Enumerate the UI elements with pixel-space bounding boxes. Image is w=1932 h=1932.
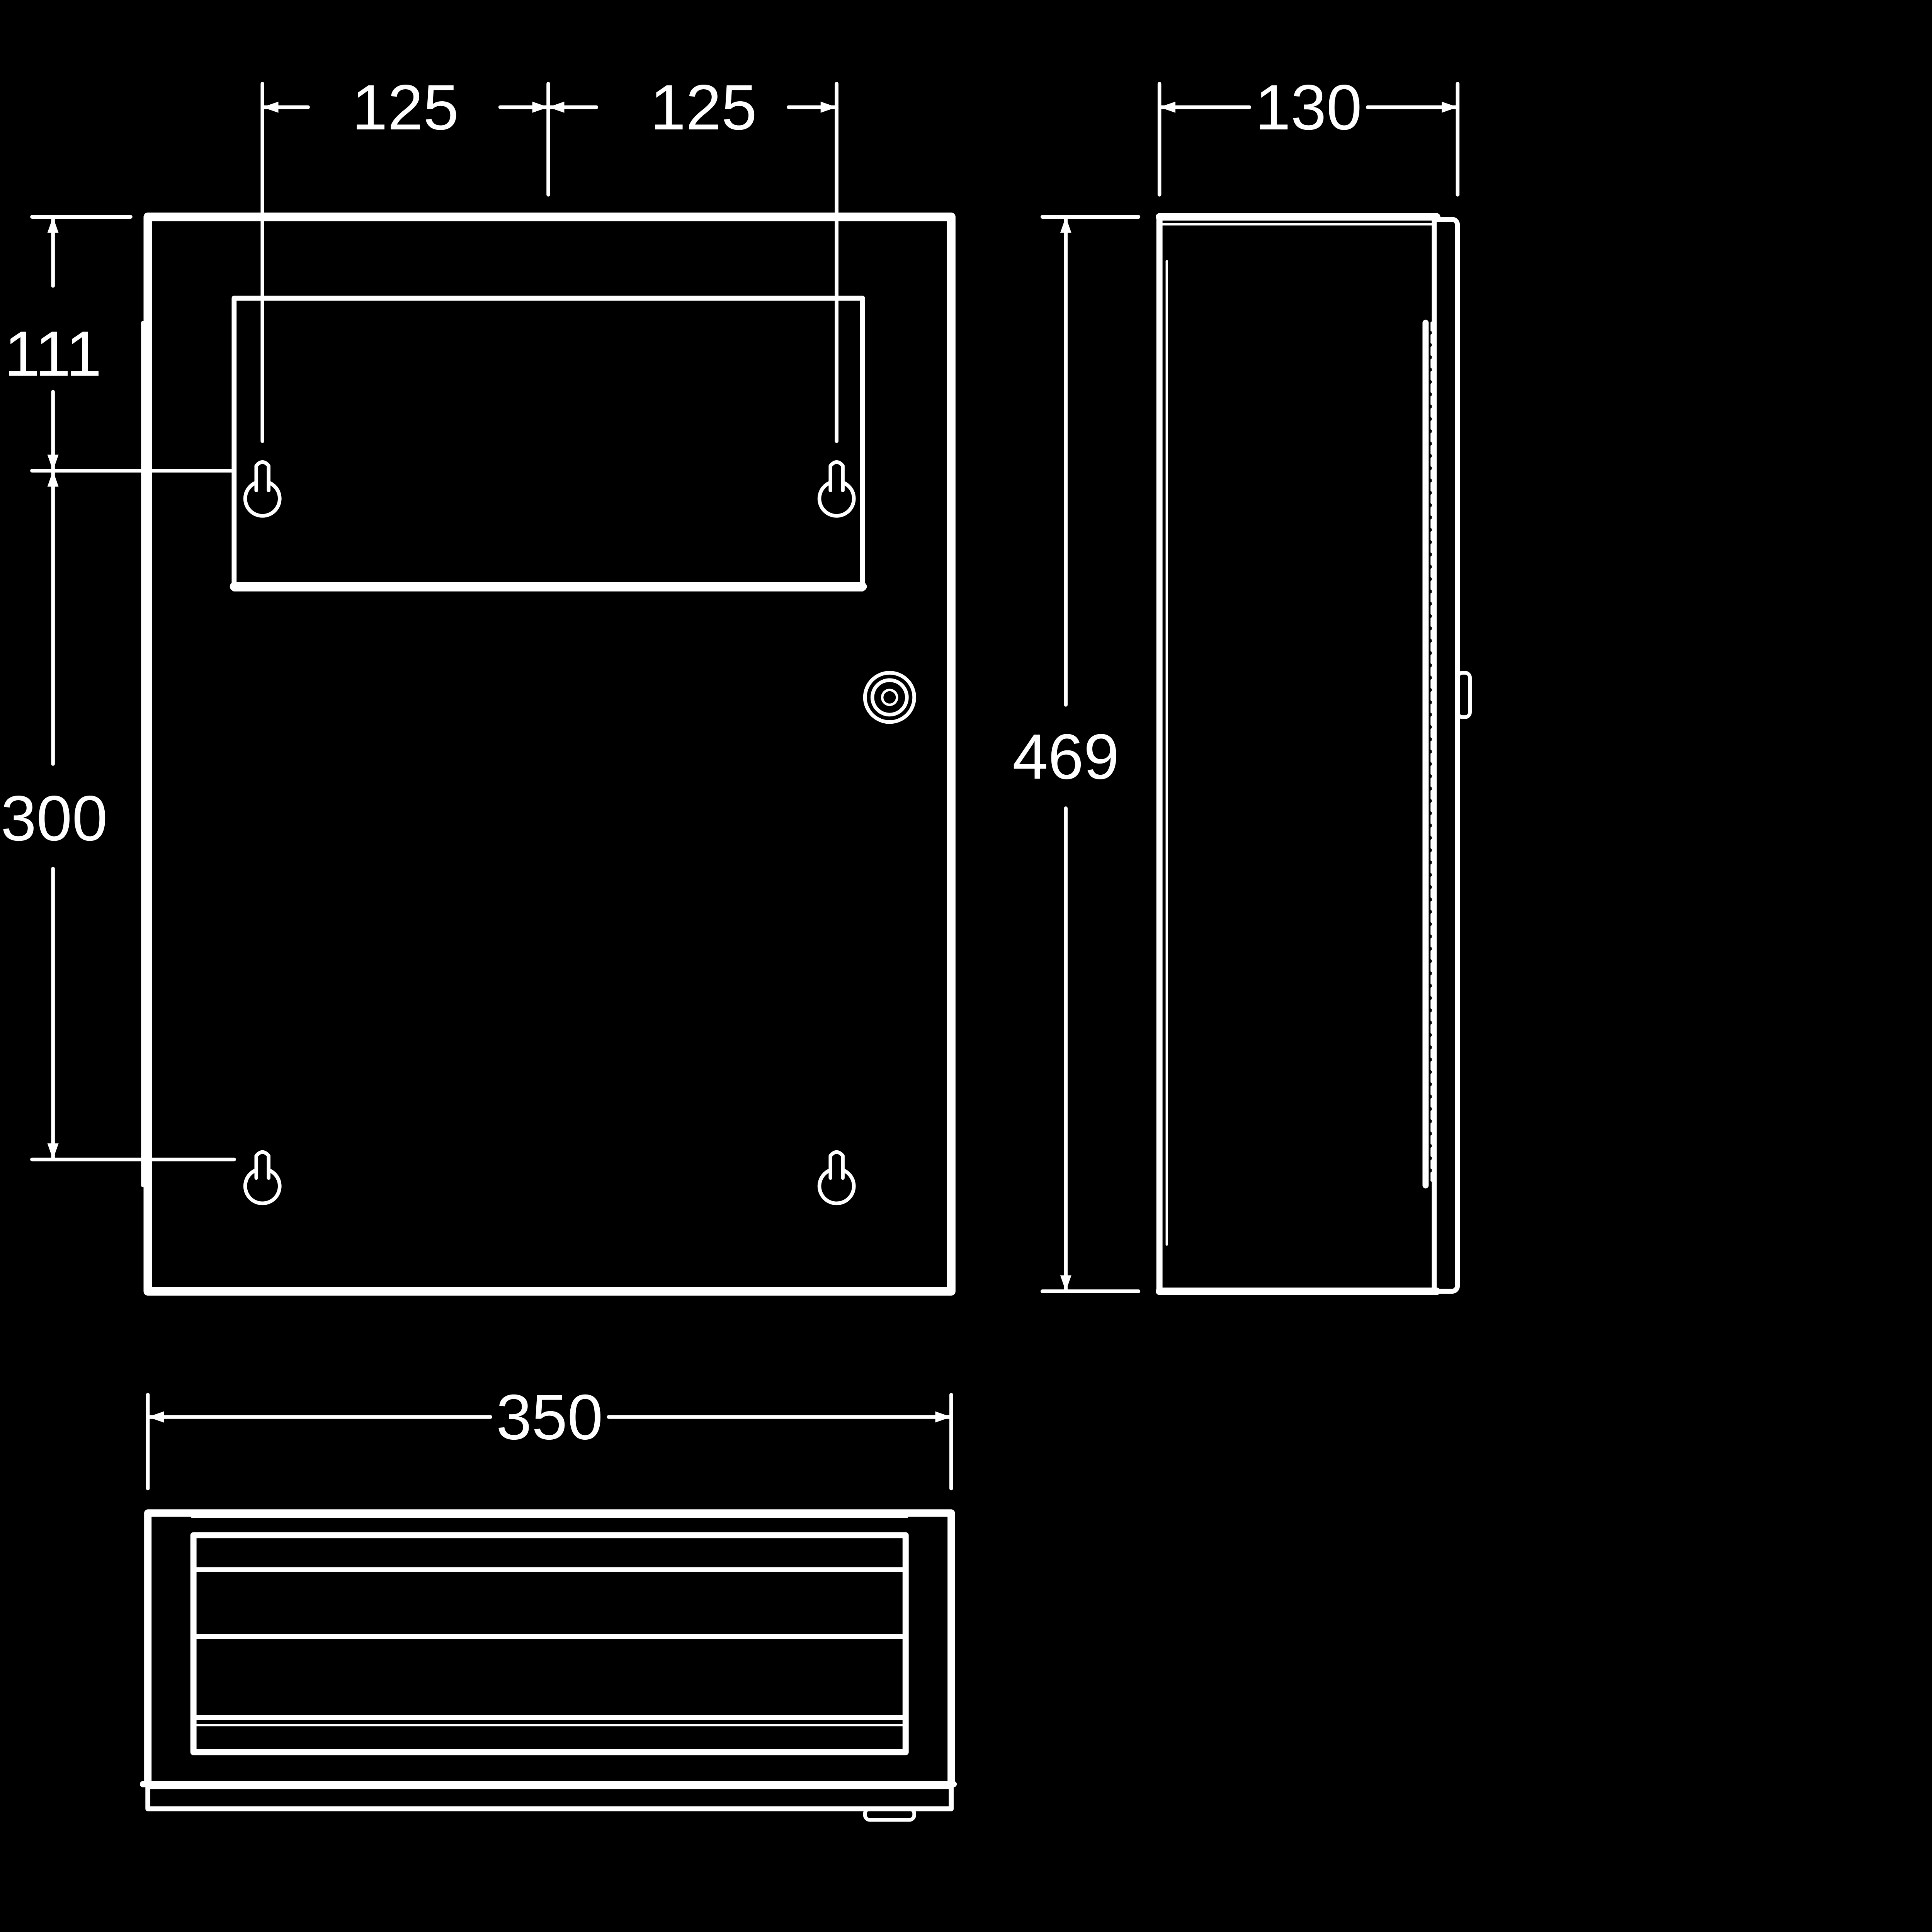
side-view bbox=[1156, 213, 1472, 1295]
dim-label-depth: 130 bbox=[1255, 72, 1362, 143]
keyhole-slot-top-right bbox=[817, 460, 856, 518]
dimension-width bbox=[146, 1393, 953, 1490]
lock-icon bbox=[863, 671, 916, 724]
dim-label-top-to-holes: 111 bbox=[4, 318, 102, 390]
keyhole-slot-bottom-left bbox=[243, 1150, 282, 1206]
bottom-view bbox=[139, 1509, 957, 1822]
dimension-height bbox=[1040, 215, 1141, 1293]
dim-label-height: 469 bbox=[1012, 721, 1119, 793]
front-view bbox=[141, 213, 956, 1296]
dimension-depth bbox=[1157, 82, 1460, 197]
bottom-lock-knob bbox=[863, 1807, 916, 1822]
dim-label-hole-spacing-left: 125 bbox=[352, 72, 459, 143]
dim-label-hole-vertical-spacing: 300 bbox=[1, 783, 108, 854]
dimension-left-vertical bbox=[30, 215, 236, 1162]
keyhole-slot-bottom-right bbox=[817, 1150, 856, 1206]
dim-label-hole-spacing-right: 125 bbox=[650, 72, 757, 143]
dimension-hole-spacing-horizontal bbox=[260, 82, 838, 443]
front-body-outline bbox=[143, 213, 956, 1296]
side-lock-knob bbox=[1456, 671, 1472, 719]
keyhole-slot-top-left bbox=[243, 460, 282, 518]
dim-label-width: 350 bbox=[496, 1381, 603, 1453]
